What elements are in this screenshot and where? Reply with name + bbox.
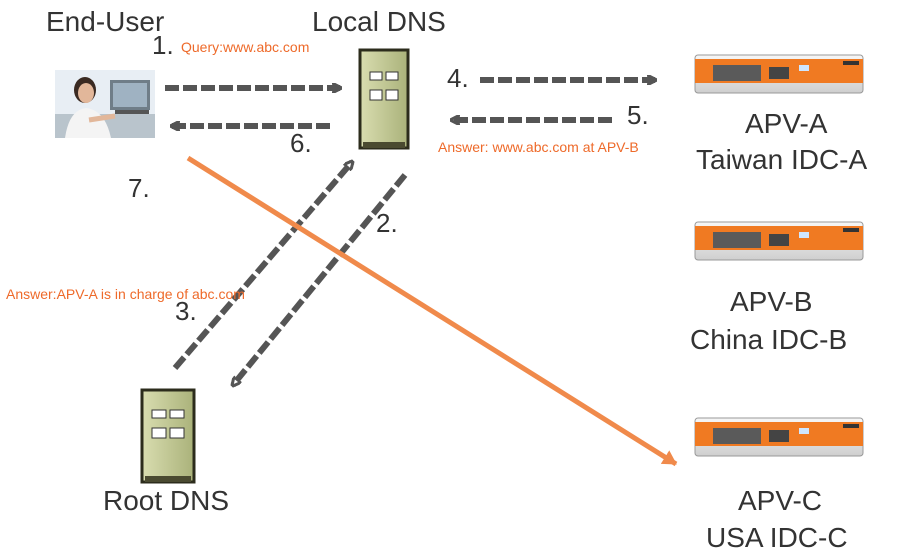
apv-c-appliance-icon bbox=[694, 417, 864, 457]
apv-b-location: China IDC-B bbox=[690, 324, 848, 355]
apv-a-location: Taiwan IDC-A bbox=[696, 144, 868, 175]
step-1-label: 1. bbox=[152, 30, 174, 60]
apv-b-appliance-icon bbox=[694, 221, 864, 261]
user-photo-icon bbox=[55, 70, 155, 138]
root-dns-server-icon bbox=[140, 388, 196, 484]
arrow-2-to-root bbox=[233, 173, 408, 385]
step-7-label: 7. bbox=[128, 173, 150, 203]
arrow-7-to-apv-c bbox=[186, 155, 678, 467]
step-6-label: 6. bbox=[290, 128, 312, 158]
apv-a-appliance-icon bbox=[694, 54, 864, 94]
step-3-label: 3. bbox=[175, 296, 197, 326]
root-answer-annotation: Answer:APV-A is in charge of abc.com bbox=[6, 286, 245, 302]
apv-a-name: APV-A bbox=[745, 108, 828, 139]
query-annotation: Query:www.abc.com bbox=[181, 39, 310, 55]
arrow-3-from-root bbox=[172, 162, 352, 370]
apv-b-name: APV-B bbox=[730, 286, 813, 317]
apv-c-location: USA IDC-C bbox=[706, 522, 848, 553]
local-dns-label: Local DNS bbox=[312, 6, 446, 37]
local-dns-server-icon bbox=[358, 48, 410, 150]
root-dns-label: Root DNS bbox=[103, 485, 230, 516]
step-2-label: 2. bbox=[376, 208, 398, 238]
step-5-label: 5. bbox=[627, 100, 649, 130]
step-4-label: 4. bbox=[447, 63, 469, 93]
apv-answer-annotation: Answer: www.abc.com at APV-B bbox=[438, 139, 639, 155]
end-user-label: End-User bbox=[46, 6, 165, 37]
apv-c-name: APV-C bbox=[738, 485, 823, 516]
